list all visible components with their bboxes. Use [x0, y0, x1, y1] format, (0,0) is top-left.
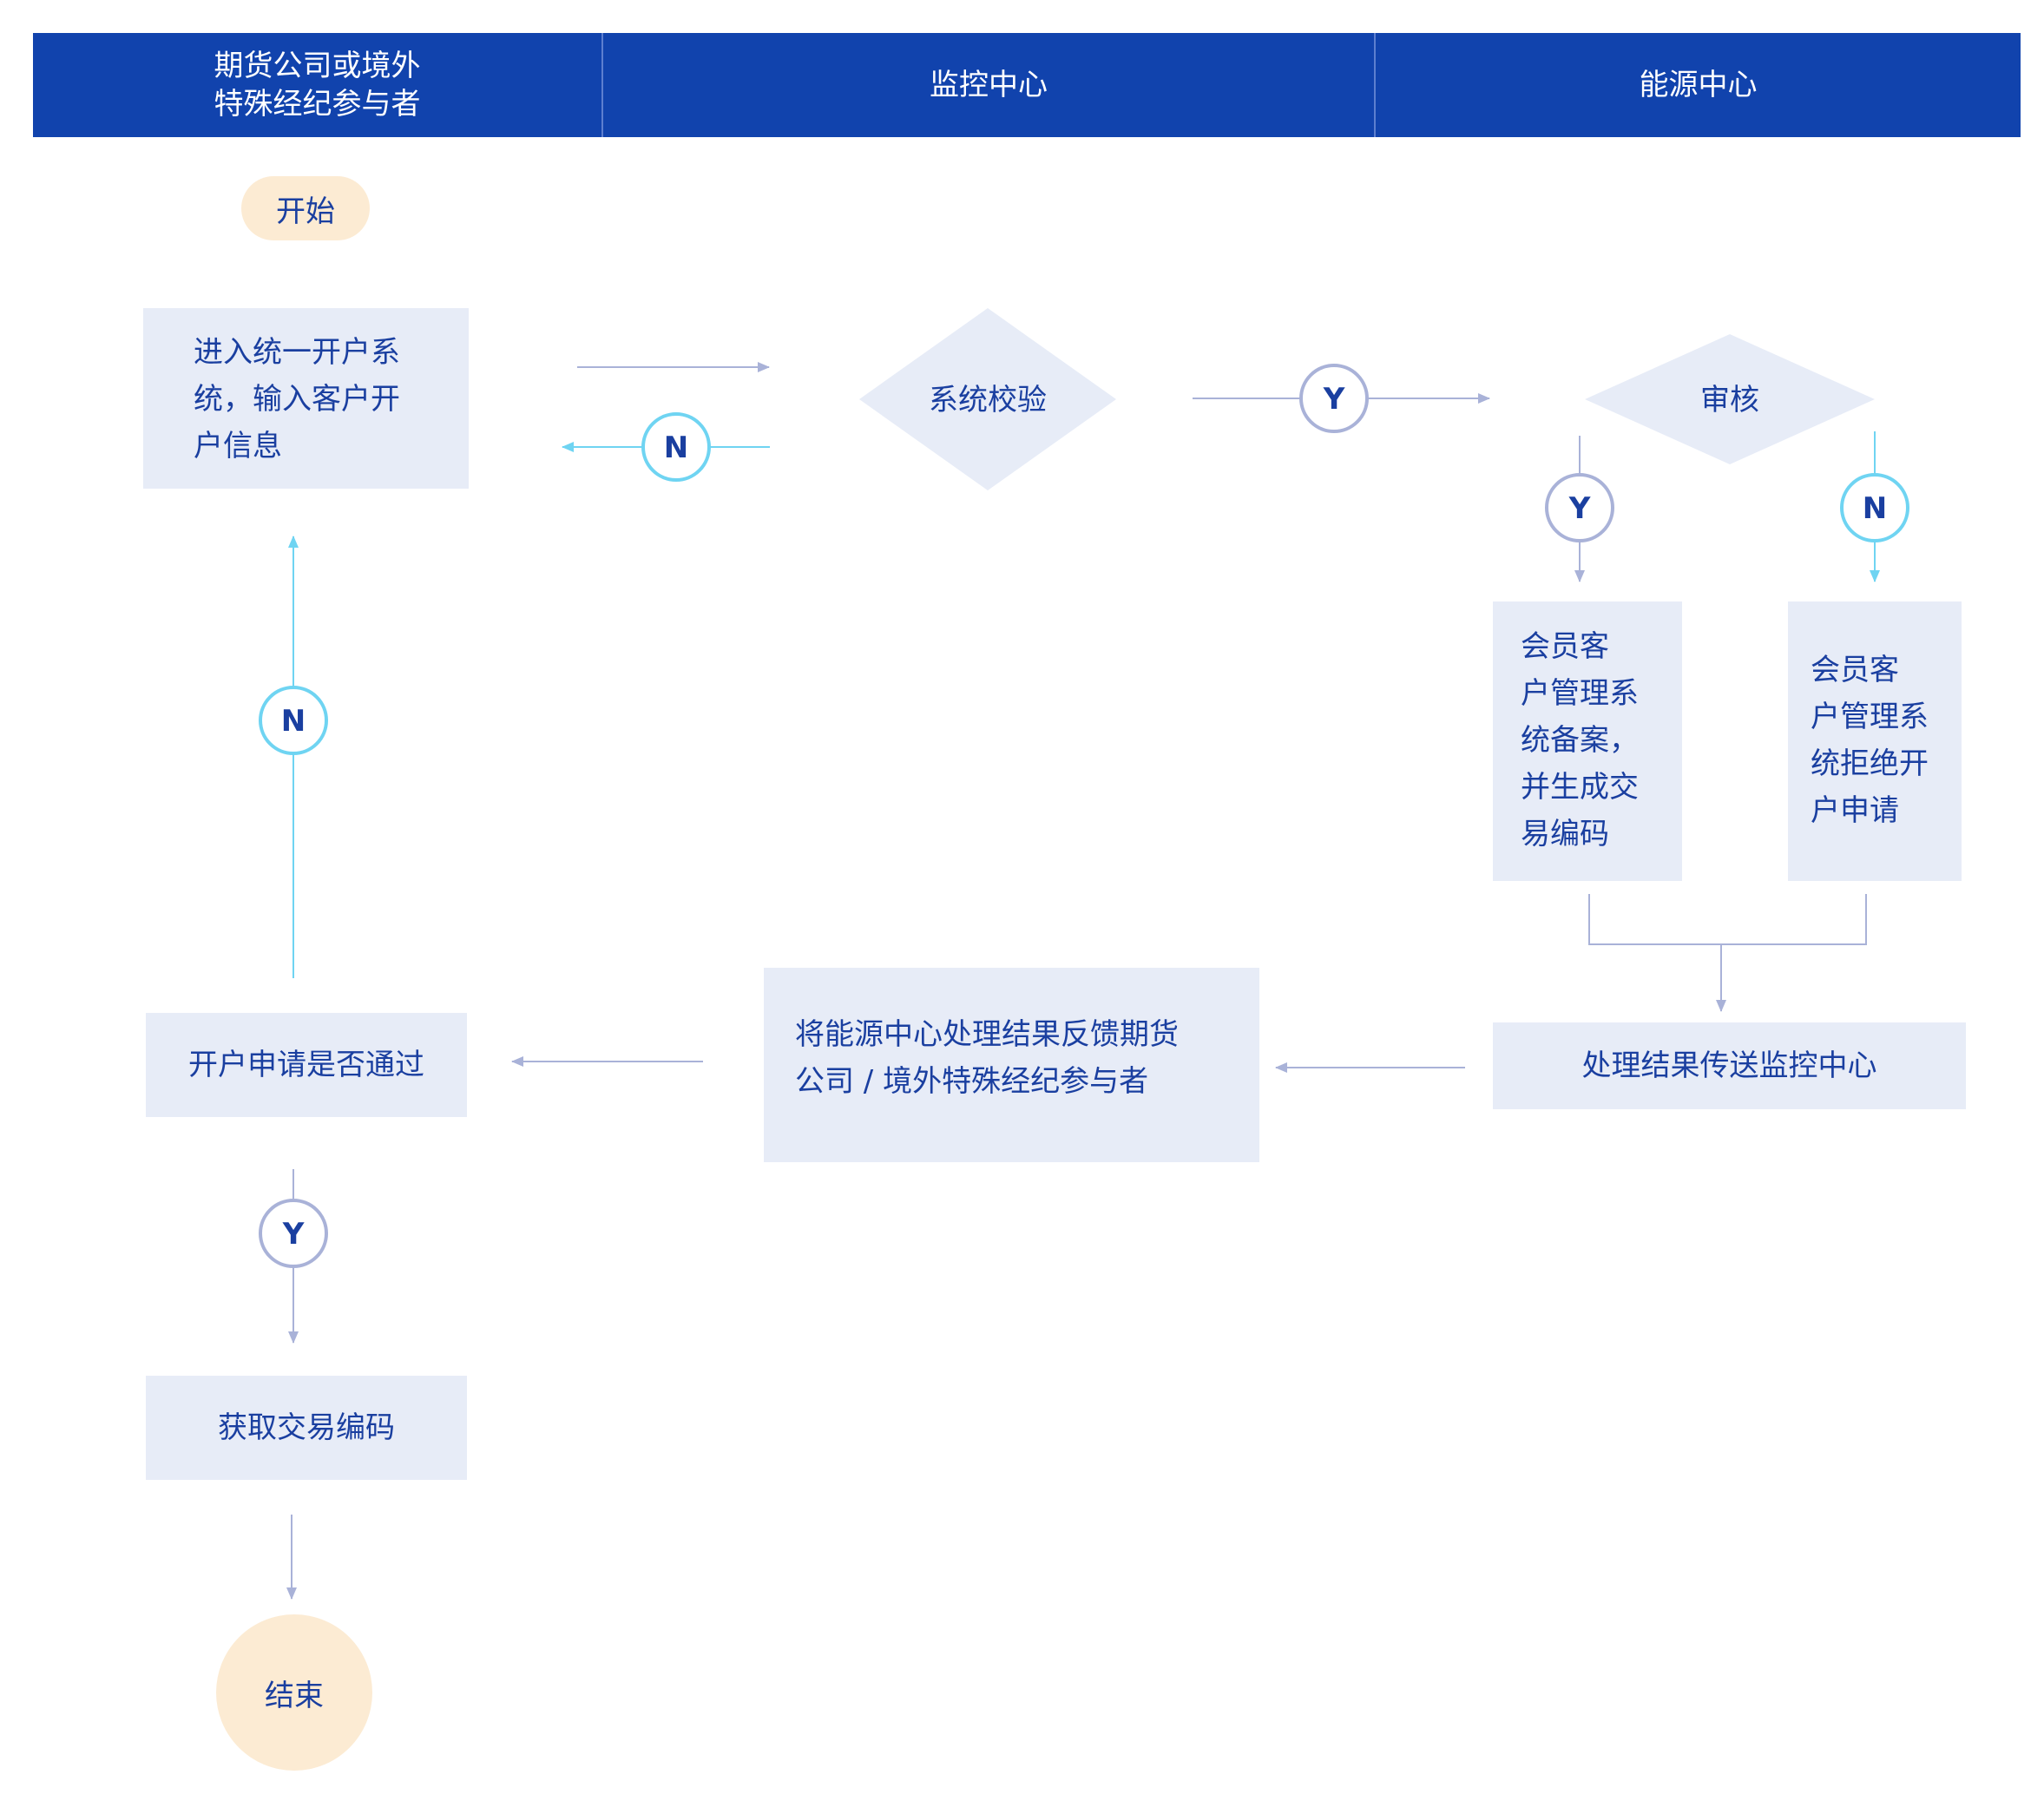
diamond-system-check [859, 308, 1116, 490]
badge-yes-review-label: Y [1568, 491, 1591, 526]
enter-system-label: 进入统一开户系 统，输入客户开 户信息 [194, 335, 400, 463]
get-code-box: 获取交易编码 [146, 1376, 467, 1480]
end-node: 结束 [216, 1614, 372, 1771]
diamond-review-label: 审核 [1700, 383, 1759, 417]
record-box: 会员客 户管理系 统备案， 并生成交 易编码 [1493, 601, 1682, 881]
record-label: 会员客 户管理系 统备案， 并生成交 易编码 [1521, 629, 1639, 851]
badge-yes-review [1545, 473, 1614, 542]
lane-header-energy-label: 能源中心 [1639, 68, 1758, 102]
badge-no-approved [259, 686, 328, 755]
badge-yes-check [1299, 364, 1369, 433]
badge-yes-approved [259, 1199, 328, 1268]
send-result-label: 处理结果传送监控中心 [1581, 1048, 1877, 1083]
end-node-label: 结束 [265, 1678, 324, 1713]
connector-merge-results [1588, 894, 1867, 945]
feedback-box: 将能源中心处理结果反馈期货 公司 / 境外特殊经纪参与者 [764, 968, 1259, 1162]
start-node-label: 开始 [276, 194, 335, 229]
lane-header-broker: 期货公司或境外 特殊经纪参与者 [33, 33, 603, 137]
lane-header-monitor-label: 监控中心 [930, 68, 1048, 102]
reject-label: 会员客 户管理系 统拒绝开 户申请 [1811, 653, 1929, 828]
badge-yes-check-label: Y [1323, 382, 1345, 417]
enter-system-box: 进入统一开户系 统，输入客户开 户信息 [143, 308, 469, 489]
lane-header-monitor: 监控中心 [603, 33, 1376, 137]
start-node: 开始 [241, 176, 370, 240]
lane-header-broker-label: 期货公司或境外 特殊经纪参与者 [214, 49, 421, 122]
diamond-review [1585, 334, 1875, 464]
diamond-system-check-label: 系统校验 [929, 383, 1047, 417]
reject-box: 会员客 户管理系 统拒绝开 户申请 [1788, 601, 1962, 881]
approved-question-box: 开户申请是否通过 [146, 1013, 467, 1117]
get-code-label: 获取交易编码 [218, 1410, 395, 1445]
badge-no-review [1840, 473, 1909, 542]
badge-yes-approved-label: Y [282, 1217, 305, 1252]
badge-no-approved-label: N [281, 704, 306, 739]
lane-header-energy: 能源中心 [1376, 33, 2021, 137]
badge-no-check-label: N [664, 431, 688, 465]
swimlane-header: 期货公司或境外 特殊经纪参与者 监控中心 能源中心 [33, 33, 2021, 137]
send-result-box: 处理结果传送监控中心 [1493, 1022, 1966, 1109]
badge-no-check [641, 412, 711, 482]
feedback-label: 将能源中心处理结果反馈期货 公司 / 境外特殊经纪参与者 [795, 1017, 1179, 1099]
approved-question-label: 开户申请是否通过 [188, 1048, 424, 1082]
badge-no-review-label: N [1863, 491, 1887, 526]
